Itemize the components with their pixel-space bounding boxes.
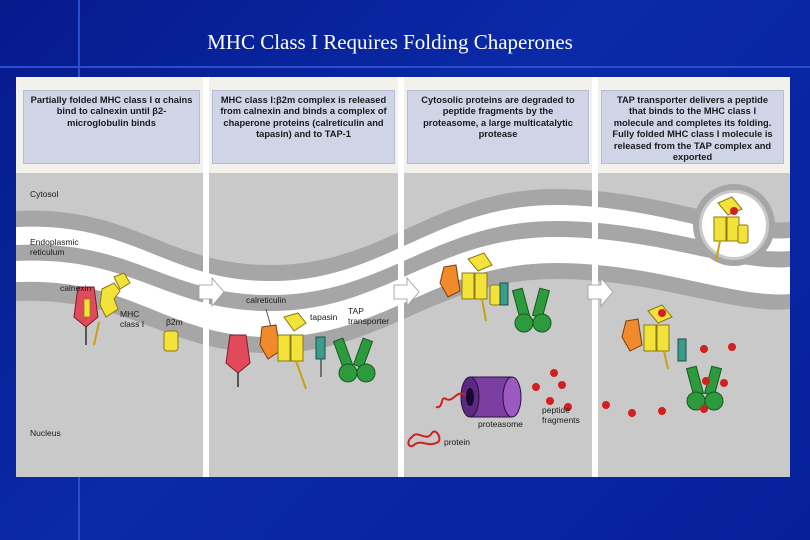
mhc-complex-shape-p4: [621, 304, 673, 370]
proteasome-shape: [460, 376, 522, 418]
label-b2m: β2m: [166, 317, 183, 327]
protein-coil-shape: [407, 430, 441, 447]
b2m-shape-p1: [163, 330, 179, 352]
tap-transporter-shape-p4: [685, 365, 724, 411]
peptide-fragments-p3: [532, 369, 572, 411]
calnexin-shape-p1: [73, 286, 99, 345]
tap-transporter-shape-p2: [332, 337, 376, 383]
label-er-line1: Endoplasmic: [30, 237, 79, 247]
caption-panel-2: MHC class I:β2m complex is released from…: [212, 90, 395, 164]
label-tap-line1: TAP: [348, 306, 364, 316]
label-mhc-line1: MHC: [120, 309, 140, 319]
label-nucleus: Nucleus: [30, 428, 61, 438]
label-protein: protein: [444, 437, 470, 447]
tapasin-shape-p3: [499, 282, 509, 306]
calnexin-shape-p2: [225, 334, 251, 387]
label-calnexin: calnexin: [60, 283, 92, 293]
tapasin-shape-p4: [677, 338, 687, 362]
protein-strand-into-proteasome: [435, 392, 467, 409]
label-peptide-line1: peptide: [542, 405, 570, 415]
calreticulin-shape-p2: [259, 308, 281, 360]
panel-arrow-2: [393, 276, 420, 308]
slide-title: MHC Class I Requires Folding Chaperones: [207, 30, 573, 54]
panel-divider-3: [592, 77, 598, 477]
mhc-class-i-shape-p1: [93, 272, 131, 346]
caption-panel-1: Partially folded MHC class I α chains bi…: [23, 90, 200, 164]
caption-panel-4: TAP transporter delivers a peptide that …: [601, 90, 784, 164]
label-cytosol: Cytosol: [30, 189, 59, 199]
label-tapasin: tapasin: [310, 312, 338, 322]
export-vesicle: [693, 184, 775, 266]
panel-divider-2: [398, 77, 404, 477]
diagram-figure: Partially folded MHC class I α chains bi…: [16, 77, 790, 477]
slide-horizontal-rule: [0, 66, 810, 68]
tap-transporter-shape-p3: [511, 287, 552, 333]
peptide-fragments-p4: [602, 343, 736, 417]
panel-arrow-1: [198, 276, 225, 308]
label-mhc-line2: class I: [120, 319, 145, 329]
label-er-line2: reticulum: [30, 247, 65, 257]
label-tap-line2: transporter: [348, 316, 390, 326]
mhc-class-i-shape-p2: [277, 312, 307, 390]
label-calreticulin: calreticulin: [246, 295, 287, 305]
panel-arrow-3: [587, 276, 614, 308]
mhc-complex-shape-p3: [439, 252, 501, 322]
label-proteasome: proteasome: [478, 419, 523, 429]
tapasin-shape-p2: [315, 336, 326, 377]
panel-divider-1: [203, 77, 209, 477]
label-peptide-line2: fragments: [542, 415, 580, 425]
caption-panel-3: Cytosolic proteins are degraded to pepti…: [407, 90, 589, 164]
